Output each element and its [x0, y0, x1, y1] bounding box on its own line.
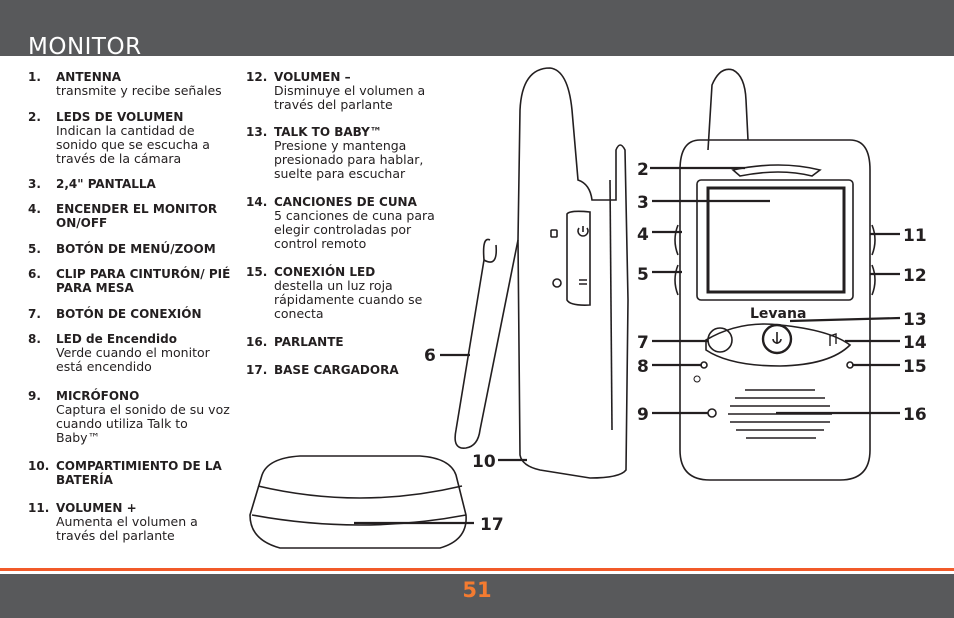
parts-list-right: 12. VOLUMEN – Disminuye el volumen a tra…	[246, 70, 446, 377]
page-number: 51	[462, 578, 492, 602]
item-number: 17.	[246, 363, 268, 377]
item-heading: CLIP PARA CINTURÓN/ PIÉ PARA MESA	[56, 267, 231, 295]
parts-list-left: 1. ANTENNA transmite y recibe señales 2.…	[28, 70, 233, 543]
list-item: 3. 2,4" PANTALLA	[28, 177, 233, 202]
list-item: 16. PARLANTE	[246, 335, 446, 363]
callout-label: 7	[637, 333, 649, 353]
list-item: 4. ENCENDER EL MONITOR ON/OFF	[28, 202, 233, 242]
item-heading: CONEXIÓN LED	[274, 265, 376, 279]
callout-label: 3	[637, 193, 649, 213]
list-item: 9. MICRÓFONO Captura el sonido de su voz…	[28, 389, 233, 459]
item-heading: MICRÓFONO	[56, 389, 140, 403]
list-item: 14. CANCIONES DE CUNA 5 canciones de cun…	[246, 195, 446, 265]
callout-label: 17	[480, 515, 504, 535]
item-number: 9.	[28, 389, 41, 403]
item-description: 5 canciones de cuna para elegir controla…	[274, 208, 435, 251]
side-view-illustration	[454, 67, 629, 479]
callout-leaders	[354, 166, 901, 525]
item-heading: COMPARTIMIENTO DE LA BATERÍA	[56, 459, 222, 487]
item-heading: TALK TO BABY™	[274, 125, 382, 139]
item-number: 6.	[28, 267, 41, 281]
item-description: destella un luz roja rápidamente cuando …	[274, 278, 423, 321]
list-item: 10. COMPARTIMIENTO DE LA BATERÍA	[28, 459, 233, 501]
item-description: Captura el sonido de su voz cuando utili…	[56, 402, 230, 445]
item-description: Aumenta el volumen a través del parlante	[56, 514, 198, 543]
item-heading: LED de Encendido	[56, 332, 177, 346]
item-number: 12.	[246, 70, 268, 84]
item-description: Verde cuando el monitor está encendido	[56, 345, 210, 374]
item-description: transmite y recibe señales	[56, 83, 222, 98]
list-item: 15. CONEXIÓN LED destella un luz roja rá…	[246, 265, 446, 335]
callout-label: 8	[637, 357, 649, 377]
item-number: 11.	[28, 501, 50, 515]
item-number: 14.	[246, 195, 268, 209]
item-number: 4.	[28, 202, 41, 216]
item-number: 1.	[28, 70, 41, 84]
callout-label: 5	[637, 265, 649, 285]
item-heading: BASE CARGADORA	[274, 363, 399, 377]
item-heading: LEDS DE VOLUMEN	[56, 110, 184, 124]
charging-base-illustration	[249, 455, 467, 549]
list-item: 11. VOLUMEN + Aumenta el volumen a travé…	[28, 501, 233, 543]
callout-label: 16	[903, 405, 927, 425]
item-number: 2.	[28, 110, 41, 124]
footer-divider	[0, 568, 954, 571]
item-description: Disminuye el volumen a través del parlan…	[274, 83, 426, 112]
list-item: 2. LEDS DE VOLUMEN Indican la cantidad d…	[28, 110, 233, 177]
callout-label: 4	[637, 225, 649, 245]
header-bar	[0, 0, 954, 56]
callout-label: 10	[472, 452, 496, 472]
callout-numbers: 2 3 4 5 6 7 8 9 10 11 12 13 14 15 16 17	[424, 160, 927, 535]
item-number: 16.	[246, 335, 268, 349]
item-heading: ANTENNA	[56, 70, 122, 84]
list-item: 6. CLIP PARA CINTURÓN/ PIÉ PARA MESA	[28, 267, 233, 307]
item-heading: PARLANTE	[274, 335, 344, 349]
item-number: 8.	[28, 332, 41, 346]
callout-label: 15	[903, 357, 927, 377]
callout-label: 9	[637, 405, 649, 425]
list-item: 7. BOTÓN DE CONEXIÓN	[28, 307, 233, 332]
item-number: 3.	[28, 177, 41, 191]
front-view-illustration	[674, 68, 876, 481]
item-number: 13.	[246, 125, 268, 139]
item-description: Presione y mantenga presionado para habl…	[274, 138, 424, 181]
item-heading: ENCENDER EL MONITOR ON/OFF	[56, 202, 218, 230]
callout-label: 12	[903, 266, 927, 286]
item-number: 5.	[28, 242, 41, 256]
item-heading: 2,4" PANTALLA	[56, 177, 156, 191]
page-title: MONITOR	[28, 34, 142, 60]
list-item: 17. BASE CARGADORA	[246, 363, 446, 377]
list-item: 8. LED de Encendido Verde cuando el moni…	[28, 332, 233, 389]
footer-bar	[0, 574, 954, 618]
list-item: 12. VOLUMEN – Disminuye el volumen a tra…	[246, 70, 446, 125]
item-heading: BOTÓN DE MENÚ/ZOOM	[56, 242, 216, 256]
item-number: 10.	[28, 459, 50, 473]
item-number: 7.	[28, 307, 41, 321]
list-item: 5. BOTÓN DE MENÚ/ZOOM	[28, 242, 233, 267]
callout-label: 11	[903, 226, 927, 246]
list-item: 13. TALK TO BABY™ Presione y mantenga pr…	[246, 125, 446, 195]
list-item: 1. ANTENNA transmite y recibe señales	[28, 70, 233, 110]
item-description: Indican la cantidad de sonido que se esc…	[56, 123, 210, 166]
brand-logo: Levana	[750, 306, 806, 322]
callout-label: 2	[637, 160, 649, 180]
item-heading: BOTÓN DE CONEXIÓN	[56, 307, 202, 321]
item-number: 15.	[246, 265, 268, 279]
callout-label: 14	[903, 333, 927, 353]
item-heading: CANCIONES DE CUNA	[274, 195, 417, 209]
item-heading: VOLUMEN +	[56, 501, 137, 515]
callout-label: 6	[424, 346, 436, 366]
callout-label: 13	[903, 310, 927, 330]
item-heading: VOLUMEN –	[274, 70, 351, 84]
